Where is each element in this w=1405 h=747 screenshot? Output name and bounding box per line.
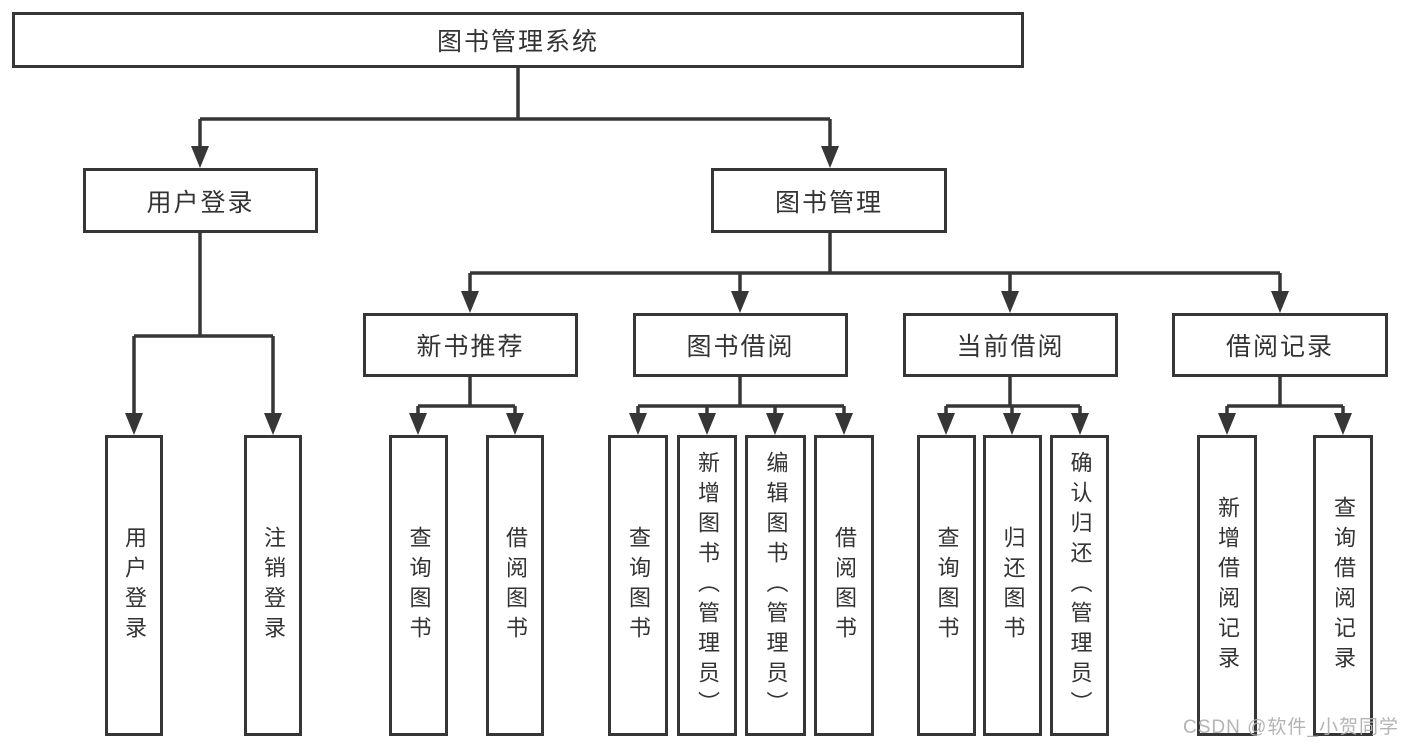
node-user-login: 用户登录: [83, 168, 318, 233]
leaf-add-borrow-record-label: 新增借阅记录: [1215, 495, 1240, 676]
leaf-borrow-query-book-label: 查询图书: [626, 525, 651, 646]
connector-user-login-to-leaves: [125, 233, 282, 435]
leaf-query-borrow-record: 查询借阅记录: [1313, 435, 1373, 736]
leaf-add-borrow-record: 新增借阅记录: [1197, 435, 1257, 736]
node-root-label: 图书管理系统: [436, 28, 599, 56]
leaf-return-book-label: 归还图书: [1000, 525, 1026, 646]
leaf-logout-login: 注销登录: [244, 435, 302, 736]
leaf-user-login-label: 用户登录: [122, 525, 147, 646]
node-root: 图书管理系统: [12, 12, 1024, 68]
leaf-recommend-borrow-book: 借阅图书: [486, 435, 544, 736]
leaf-add-book-admin: 新增图书（管理员）: [677, 435, 737, 736]
connector-book-borrow-to-leaves: [629, 377, 853, 435]
connector-book-mgmt-to-level3: [461, 233, 1289, 313]
connector-borrow-record-to-leaves: [1218, 377, 1352, 435]
leaf-edit-book-admin: 编辑图书（管理员）: [745, 435, 806, 736]
leaf-current-query-book: 查询图书: [917, 435, 976, 736]
leaf-borrow-book: 借阅图书: [814, 435, 874, 736]
leaf-recommend-query-book-label: 查询图书: [406, 525, 432, 646]
node-new-book-recommend-label: 新书推荐: [416, 333, 525, 361]
leaf-user-login: 用户登录: [105, 435, 163, 736]
node-borrow-record: 借阅记录: [1172, 313, 1388, 377]
leaf-borrow-query-book: 查询图书: [608, 435, 668, 736]
leaf-query-borrow-record-label: 查询借阅记录: [1331, 495, 1356, 676]
node-book-borrow: 图书借阅: [633, 313, 848, 377]
watermark: CSDN @软件_小贺同学: [1183, 717, 1399, 738]
leaf-borrow-book-label: 借阅图书: [832, 525, 857, 646]
connector-root-to-level2: [191, 68, 839, 168]
node-current-borrow-label: 当前借阅: [956, 333, 1065, 361]
leaf-add-book-admin-label: 新增图书（管理员）: [695, 450, 720, 721]
leaf-confirm-return-admin: 确认归还（管理员）: [1050, 435, 1109, 736]
node-borrow-record-label: 借阅记录: [1225, 333, 1334, 361]
node-current-borrow: 当前借阅: [903, 313, 1118, 377]
connector-current-borrow-to-leaves: [937, 377, 1089, 435]
leaf-recommend-query-book: 查询图书: [389, 435, 448, 736]
leaf-return-book: 归还图书: [983, 435, 1042, 736]
connector-new-book-rec-to-leaves: [409, 377, 524, 435]
node-new-book-recommend: 新书推荐: [363, 313, 578, 377]
node-book-management-label: 图书管理: [774, 188, 883, 217]
leaf-recommend-borrow-book-label: 借阅图书: [503, 525, 528, 646]
leaf-current-query-book-label: 查询图书: [934, 525, 960, 646]
node-book-borrow-label: 图书借阅: [686, 333, 795, 361]
node-user-login-label: 用户登录: [146, 188, 255, 217]
leaf-logout-login-label: 注销登录: [261, 525, 286, 646]
leaf-edit-book-admin-label: 编辑图书（管理员）: [763, 450, 789, 721]
node-book-management: 图书管理: [711, 168, 947, 233]
leaf-confirm-return-admin-label: 确认归还（管理员）: [1067, 450, 1093, 721]
